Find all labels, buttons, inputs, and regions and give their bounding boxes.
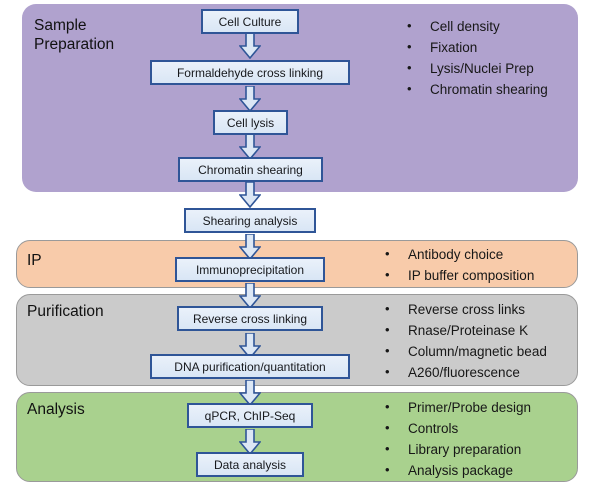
bullet-list-ip: Antibody choice IP buffer composition xyxy=(382,243,534,286)
list-item: Controls xyxy=(382,417,531,439)
process-node-chromatin-shearing[interactable]: Chromatin shearing xyxy=(178,157,323,182)
process-node-data-analysis[interactable]: Data analysis xyxy=(196,452,304,477)
list-item: Chromatin shearing xyxy=(404,78,548,100)
arrow-down-icon xyxy=(239,333,261,359)
arrow-down-icon xyxy=(239,380,261,406)
bullet-list-purification: Reverse cross links Rnase/Proteinase K C… xyxy=(382,298,547,383)
process-node-cell-culture[interactable]: Cell Culture xyxy=(201,9,299,34)
list-item: Reverse cross links xyxy=(382,298,547,320)
list-item: Cell density xyxy=(404,15,548,37)
section-label-purification: Purification xyxy=(27,303,104,320)
process-node-cell-lysis[interactable]: Cell lysis xyxy=(213,110,288,135)
process-node-immunoprecipitation[interactable]: Immunoprecipitation xyxy=(175,257,325,282)
list-item: A260/fluorescence xyxy=(382,361,547,383)
arrow-down-icon xyxy=(239,86,261,112)
process-node-reverse-cross-linking[interactable]: Reverse cross linking xyxy=(177,306,323,331)
list-item: Primer/Probe design xyxy=(382,396,531,418)
arrow-down-icon xyxy=(239,134,261,160)
section-label-analysis: Analysis xyxy=(27,401,85,418)
list-item: Column/magnetic bead xyxy=(382,340,547,362)
process-node-dna-purification-quantitation[interactable]: DNA purification/quantitation xyxy=(150,354,350,379)
arrow-down-icon xyxy=(239,182,261,208)
arrow-down-icon xyxy=(239,33,261,59)
section-label-ip: IP xyxy=(27,252,42,269)
list-item: Lysis/Nuclei Prep xyxy=(404,57,548,79)
arrow-down-icon xyxy=(239,283,261,309)
bullet-list-sample-preparation: Cell density Fixation Lysis/Nuclei Prep … xyxy=(404,15,548,100)
arrow-down-icon xyxy=(239,234,261,260)
process-node-qpcr-chip-seq[interactable]: qPCR, ChIP-Seq xyxy=(187,403,313,428)
process-node-shearing-analysis[interactable]: Shearing analysis xyxy=(184,208,316,233)
process-node-formaldehyde-cross-linking[interactable]: Formaldehyde cross linking xyxy=(150,60,350,85)
list-item: IP buffer composition xyxy=(382,264,534,286)
bullet-list-analysis: Primer/Probe design Controls Library pre… xyxy=(382,396,531,481)
section-label-sample-preparation: Sample Preparation xyxy=(34,17,115,53)
list-item: Analysis package xyxy=(382,459,531,481)
list-item: Antibody choice xyxy=(382,243,534,265)
list-item: Fixation xyxy=(404,36,548,58)
arrow-down-icon xyxy=(239,429,261,455)
list-item: Rnase/Proteinase K xyxy=(382,319,547,341)
list-item: Library preparation xyxy=(382,438,531,460)
